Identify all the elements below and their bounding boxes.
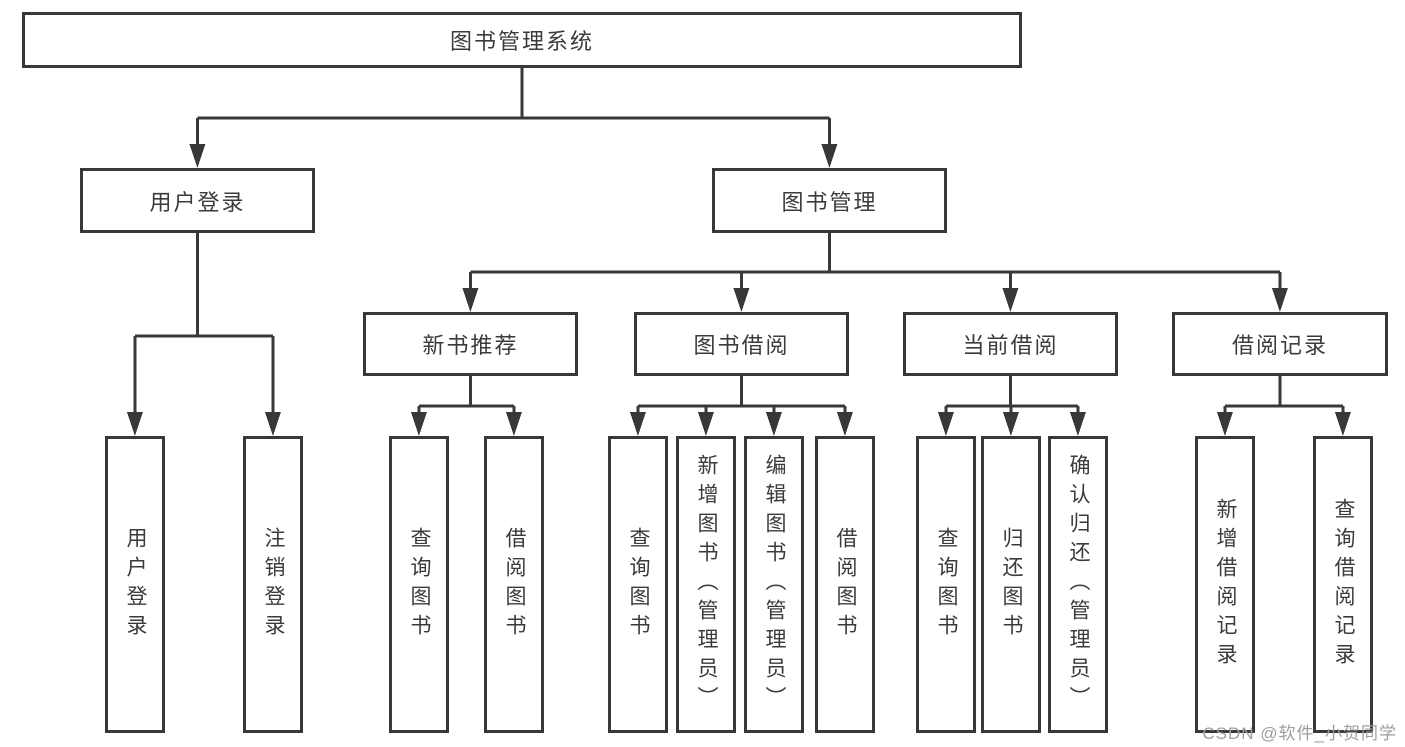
node-root: 图书管理系统	[22, 12, 1022, 68]
node-label-newbook: 新书推荐	[422, 333, 519, 358]
node-label-records: 借阅记录	[1231, 333, 1328, 358]
node-label-mgmt: 图书管理	[781, 189, 878, 215]
node-label-root: 图书管理系统	[449, 29, 594, 54]
node-label-user-login: 用户登录	[124, 526, 147, 643]
node-label-nb-borrow: 借阅图书	[503, 526, 526, 643]
node-mgmt: 图书管理	[712, 168, 947, 233]
arrowhead-icon	[127, 412, 143, 436]
node-label-borrow: 图书借阅	[693, 333, 790, 358]
node-newbook: 新书推荐	[363, 312, 578, 376]
node-label-rec-query: 查询借阅记录	[1332, 497, 1355, 672]
arrowhead-icon	[1217, 412, 1233, 436]
arrowhead-icon	[1272, 288, 1288, 312]
arrowhead-icon	[411, 412, 427, 436]
node-nb-query: 查询图书	[389, 436, 449, 733]
node-label-bw-edit: 编辑图书（管理员）	[763, 454, 786, 715]
node-bw-borrow: 借阅图书	[815, 436, 875, 733]
node-rec-add: 新增借阅记录	[1195, 436, 1255, 733]
arrowhead-icon	[630, 412, 646, 436]
node-bw-add: 新增图书（管理员）	[676, 436, 736, 733]
node-records: 借阅记录	[1172, 312, 1388, 376]
node-label-login: 用户登录	[149, 189, 246, 215]
node-cur-return: 归还图书	[981, 436, 1041, 733]
arrowhead-icon	[766, 412, 782, 436]
node-label-rec-add: 新增借阅记录	[1214, 497, 1237, 672]
watermark-text: CSDN @软件_小贺同学	[1202, 724, 1397, 743]
arrowhead-icon	[1002, 288, 1019, 312]
node-rec-query: 查询借阅记录	[1313, 436, 1373, 733]
arrowhead-icon	[265, 412, 281, 436]
arrowhead-icon	[189, 144, 206, 168]
node-user-login: 用户登录	[105, 436, 165, 733]
arrowhead-icon	[698, 412, 714, 436]
arrowhead-icon	[1335, 412, 1351, 436]
node-login: 用户登录	[80, 168, 315, 233]
node-bw-query: 查询图书	[608, 436, 668, 733]
node-label-cur-confirm: 确认归还（管理员）	[1067, 454, 1090, 715]
node-label-bw-add: 新增图书（管理员）	[695, 454, 718, 715]
node-label-nb-query: 查询图书	[408, 526, 431, 643]
node-label-cur-query: 查询图书	[935, 526, 958, 643]
arrowhead-icon	[821, 144, 838, 168]
arrowhead-icon	[733, 288, 750, 312]
node-label-bw-borrow: 借阅图书	[834, 526, 857, 643]
node-label-current: 当前借阅	[962, 333, 1059, 358]
node-bw-edit: 编辑图书（管理员）	[744, 436, 804, 733]
node-borrow: 图书借阅	[634, 312, 849, 376]
arrowhead-icon	[837, 412, 853, 436]
arrowhead-icon	[462, 288, 479, 312]
node-nb-borrow: 借阅图书	[484, 436, 544, 733]
node-label-logout: 注销登录	[262, 526, 285, 643]
node-current: 当前借阅	[903, 312, 1118, 376]
node-cur-query: 查询图书	[916, 436, 976, 733]
node-label-bw-query: 查询图书	[627, 526, 650, 643]
arrowhead-icon	[938, 412, 954, 436]
arrowhead-icon	[1003, 412, 1019, 436]
arrowhead-icon	[506, 412, 522, 436]
node-logout: 注销登录	[243, 436, 303, 733]
node-cur-confirm: 确认归还（管理员）	[1048, 436, 1108, 733]
node-label-cur-return: 归还图书	[1000, 526, 1023, 643]
arrowhead-icon	[1070, 412, 1086, 436]
